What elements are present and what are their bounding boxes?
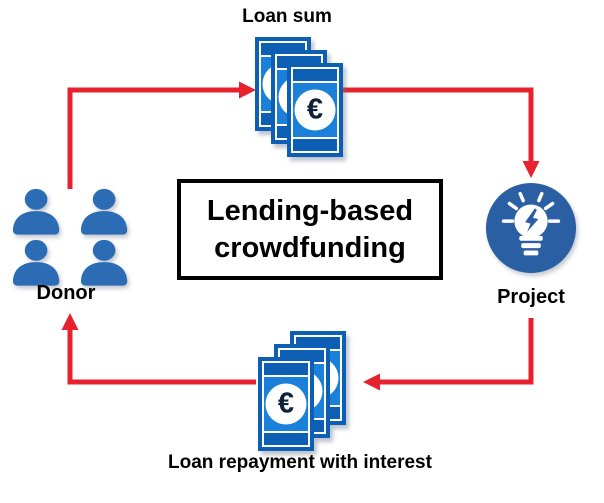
loan-sum-money-stack-icon: € € € [255, 37, 345, 159]
title-line-1: Lending-based [206, 194, 414, 227]
person-icon [12, 239, 60, 286]
person-icon [80, 239, 128, 286]
person-icon [80, 188, 128, 235]
project-label: Project [497, 286, 565, 308]
title-box: Lending-based crowdfunding [177, 179, 443, 280]
person-icon [12, 188, 60, 235]
repayment-label: Loan repayment with interest [168, 452, 432, 473]
arrow-project-to-repayment [363, 318, 534, 391]
donor-label: Donor [36, 282, 96, 304]
lightning-bolt-icon [525, 208, 539, 232]
euro-banknote-icon: € [287, 63, 343, 157]
arrow-loan-sum-to-project [343, 87, 540, 178]
project-lightbulb-icon [485, 182, 577, 274]
euro-symbol: € [294, 89, 336, 131]
repayment-money-stack-icon: € € € [258, 331, 348, 453]
donor-group-icon [8, 188, 134, 287]
euro-symbol: € [265, 383, 307, 425]
arrow-donor-to-loan-sum [67, 81, 256, 189]
arrow-repayment-to-donor [61, 313, 256, 385]
loan-sum-label: Loan sum [242, 6, 332, 27]
euro-banknote-icon: € [258, 357, 314, 451]
title-line-2: crowdfunding [214, 231, 406, 264]
